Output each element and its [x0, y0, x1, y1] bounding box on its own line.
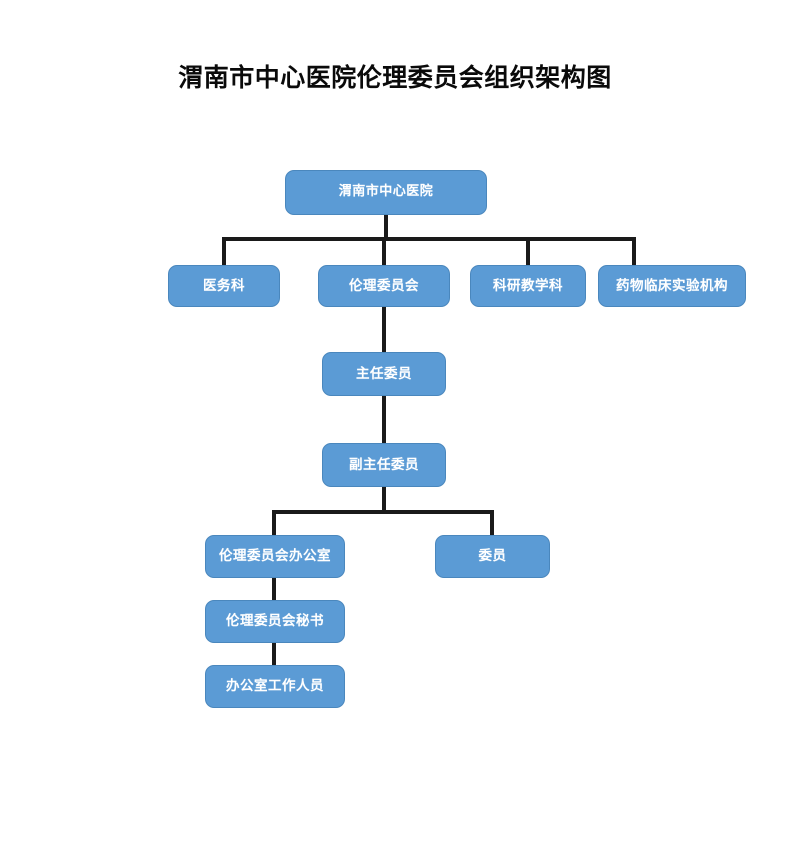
- org-node-drug-trial-org[interactable]: 药物临床实验机构: [598, 265, 746, 307]
- connector-drop-research: [526, 237, 530, 267]
- connector-vice-stem: [382, 485, 386, 513]
- connector-ethics-to-chair: [382, 305, 386, 355]
- connector-drop-drugtrial: [632, 237, 636, 267]
- org-node-ethics-office[interactable]: 伦理委员会办公室: [205, 535, 345, 578]
- connector-root-stem: [384, 215, 388, 241]
- org-node-ethics-secretary[interactable]: 伦理委员会秘书: [205, 600, 345, 643]
- connector-drop-ethics: [382, 237, 386, 267]
- connector-drop-medical: [222, 237, 226, 267]
- connector-chair-to-vice: [382, 394, 386, 446]
- org-node-members[interactable]: 委员: [435, 535, 550, 578]
- connector-secretary-to-staff: [272, 641, 276, 667]
- connector-level1-bus: [222, 237, 636, 241]
- connector-level4-bus: [272, 510, 494, 514]
- page-title: 渭南市中心医院伦理委员会组织架构图: [178, 63, 612, 92]
- connector-office-to-secretary: [272, 576, 276, 602]
- org-node-medical-affairs[interactable]: 医务科: [168, 265, 280, 307]
- org-node-vice-chair[interactable]: 副主任委员: [322, 443, 446, 487]
- connector-drop-members: [490, 510, 494, 538]
- org-node-chair[interactable]: 主任委员: [322, 352, 446, 396]
- org-node-hospital[interactable]: 渭南市中心医院: [285, 170, 487, 215]
- org-node-ethics-committee[interactable]: 伦理委员会: [318, 265, 450, 307]
- org-node-research-teaching[interactable]: 科研教学科: [470, 265, 586, 307]
- org-node-office-staff[interactable]: 办公室工作人员: [205, 665, 345, 708]
- connector-drop-office: [272, 510, 276, 538]
